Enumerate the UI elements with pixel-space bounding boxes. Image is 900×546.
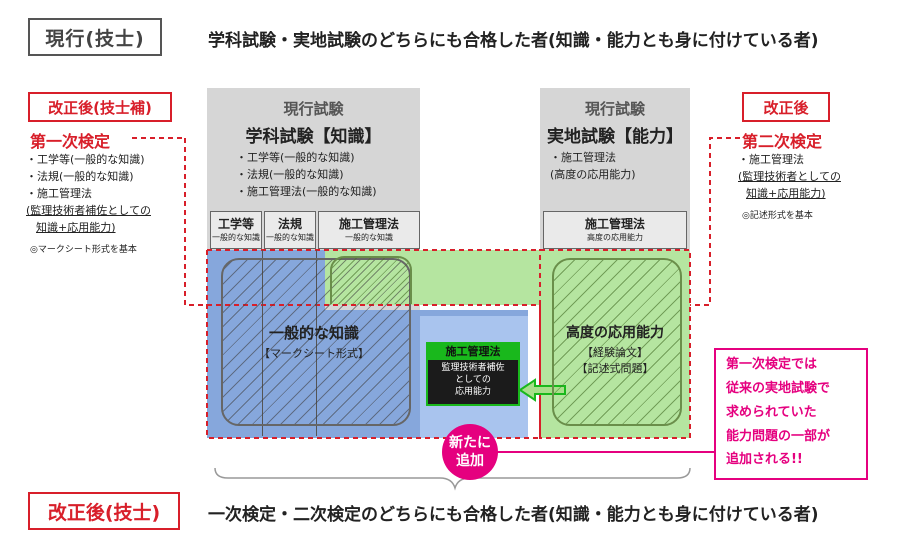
second-exam-item: ・施工管理法 [738,153,804,166]
second-exam-title: 第二次検定 [742,132,823,151]
after-headline: 一次検定・二次検定のどちらにも合格した者(知識・能力とも身に付けている者) [208,505,819,525]
ability-format-1: 【経験論文】 [582,346,648,359]
gakka-title: 学科試験【知識】 [245,127,382,147]
ability-hatch [552,258,682,426]
first-exam-item: ・施工管理法 [26,187,92,200]
new-badge: 新たに 追加 [442,424,498,480]
knowledge-label: 一般的な知識 [268,324,359,342]
jitchi-label: 現行試験 [584,100,645,118]
gakka-item: ・法規(一般的な知識) [236,168,344,181]
second-exam-item: 知識+応用能力) [746,187,826,200]
second-exam-boundary [690,137,740,306]
jitchi-item: (高度の応用能力) [550,168,636,181]
sekokanri-hatch [330,256,412,304]
first-exam-title: 第一次検定 [30,132,111,151]
col-header-jitchi-sekokanri: 施工管理法 高度の応用能力 [543,211,687,249]
col-header-sekokanri: 施工管理法 一般的な知識 [318,211,420,249]
knowledge-format: 【マークシート形式】 [259,347,369,360]
new-sekokanri-box: 施工管理法 監理技術者補佐 としての 応用能力 [426,342,520,406]
jitchi-title: 実地試験【能力】 [547,127,683,147]
current-headline: 学科試験・実地試験のどちらにも合格した者(知識・能力とも身に付けている者) [208,31,819,51]
second-exam-note: ◎記述形式を基本 [742,211,813,221]
right-tag: 改正後 [742,92,830,122]
current-tag: 現行(技士) [28,18,162,56]
gakka-label: 現行試験 [283,100,344,118]
ability-label: 高度の応用能力 [566,325,664,341]
first-exam-item: ・工学等(一般的な知識) [26,153,145,166]
jitchi-item: ・施工管理法 [550,151,616,164]
first-exam-item: (監理技術者補佐としての [26,204,151,217]
col-header-kogaku: 工学等 一般的な知識 [210,211,262,249]
gakka-item: ・施工管理法(一般的な知識) [236,185,377,198]
second-exam-item: (監理技術者としての [738,170,841,183]
first-exam-item: ・法規(一般的な知識) [26,170,134,183]
gakka-item: ・工学等(一般的な知識) [236,151,355,164]
first-exam-item: 知識+応用能力) [36,221,116,234]
bottom-brace [214,467,691,491]
first-exam-note: ◎マークシート形式を基本 [30,245,137,255]
callout-box: 第一次検定では 従来の実地試験で 求められていた 能力問題の一部が 追加される!… [714,348,868,480]
col-header-hoki: 法規 一般的な知識 [264,211,316,249]
after-tag: 改正後(技士) [28,492,180,530]
ability-format-2: 【記述式問題】 [576,362,654,375]
left-tag: 改正後(技士補) [28,92,172,122]
